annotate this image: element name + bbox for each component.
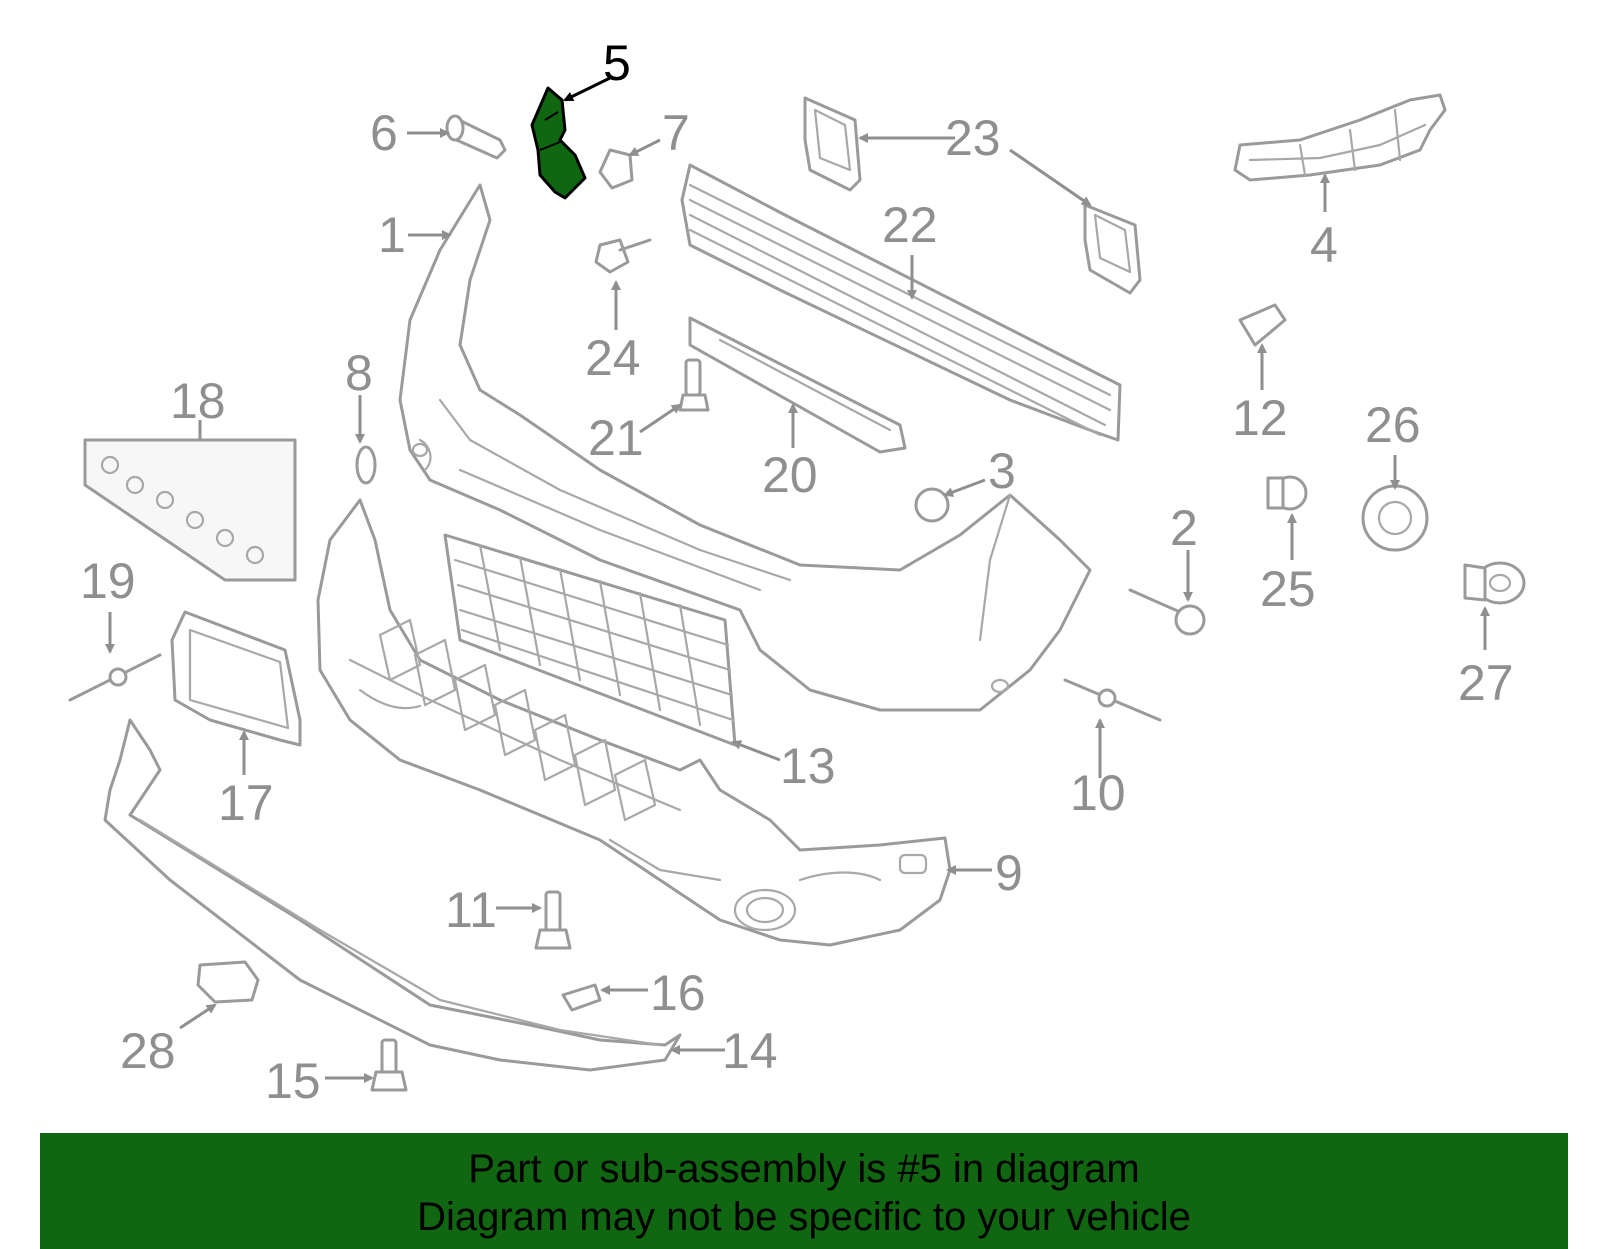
callout-7[interactable]: 7: [662, 105, 690, 161]
callout-12[interactable]: 12: [1232, 390, 1288, 446]
callout-24[interactable]: 24: [585, 330, 641, 386]
callout-20[interactable]: 20: [762, 447, 818, 503]
sensor-27: [1463, 561, 1526, 605]
lower-bumper-9: [316, 498, 952, 947]
callout-18[interactable]: 18: [170, 373, 226, 429]
callout-4[interactable]: 4: [1310, 217, 1338, 273]
callout-3[interactable]: 3: [988, 443, 1016, 499]
callout-23[interactable]: 23: [945, 110, 1001, 166]
lower-bumper-ribs: [378, 618, 657, 822]
push-pin-10: [1063, 678, 1162, 722]
callout-22[interactable]: 22: [882, 197, 938, 253]
callout-labels: 5 6 7 23 4 1 22 24 12 8 18 21 20 3 26 2 …: [80, 35, 1514, 1109]
bolt-21: [678, 358, 710, 412]
sensor-25: [1266, 475, 1308, 511]
callout-27[interactable]: 27: [1458, 655, 1514, 711]
callout-6[interactable]: 6: [370, 105, 398, 161]
connector-28: [196, 960, 260, 1004]
push-pin-2: [1128, 588, 1206, 636]
clip-12: [1238, 303, 1287, 347]
nut-7: [598, 148, 634, 190]
callout-17[interactable]: 17: [218, 775, 274, 831]
license-plate-bracket-17: [170, 610, 302, 747]
callout-25[interactable]: 25: [1260, 561, 1316, 617]
info-banner: Part or sub-assembly is #5 in diagram Di…: [40, 1133, 1568, 1249]
mount-plate-23b: [1083, 203, 1142, 295]
banner-line-2: Diagram may not be specific to your vehi…: [417, 1195, 1191, 1239]
upper-bumper-cover-1: [398, 183, 1092, 712]
clip-16: [561, 983, 602, 1012]
callout-16[interactable]: 16: [650, 965, 706, 1021]
callout-2[interactable]: 2: [1170, 500, 1198, 556]
highlighted-part-5: [530, 86, 587, 200]
retainer-26: [1361, 484, 1429, 552]
bolt-24: [594, 238, 652, 274]
strip-20: [688, 316, 907, 454]
callout-13[interactable]: 13: [780, 738, 836, 794]
banner-line-1: Part or sub-assembly is #5 in diagram: [468, 1147, 1140, 1191]
callout-15[interactable]: 15: [265, 1053, 321, 1109]
callout-19[interactable]: 19: [80, 553, 136, 609]
callout-8[interactable]: 8: [345, 345, 373, 401]
callout-9[interactable]: 9: [995, 845, 1023, 901]
push-pin-19: [68, 653, 162, 702]
leader-lines: [105, 76, 1490, 1083]
oring-8: [355, 445, 377, 485]
mount-plate-23a: [803, 96, 862, 192]
bolt-15: [370, 1038, 408, 1092]
clip-6: [445, 114, 507, 160]
callout-1[interactable]: 1: [378, 207, 406, 263]
lower-valance-14: [103, 718, 682, 1072]
callout-11[interactable]: 11: [445, 882, 497, 938]
callout-14[interactable]: 14: [722, 1023, 778, 1079]
callout-5[interactable]: 5: [603, 35, 631, 91]
callout-28[interactable]: 28: [120, 1023, 176, 1079]
side-bracket-4: [1233, 93, 1447, 182]
bolt-11: [534, 890, 572, 950]
nut-3: [914, 487, 950, 523]
reinforcement-bar-22: [680, 163, 1122, 442]
fastener-kit-18: [83, 438, 297, 582]
callout-10[interactable]: 10: [1070, 765, 1126, 821]
callout-21[interactable]: 21: [588, 410, 644, 466]
callout-26[interactable]: 26: [1365, 397, 1421, 453]
